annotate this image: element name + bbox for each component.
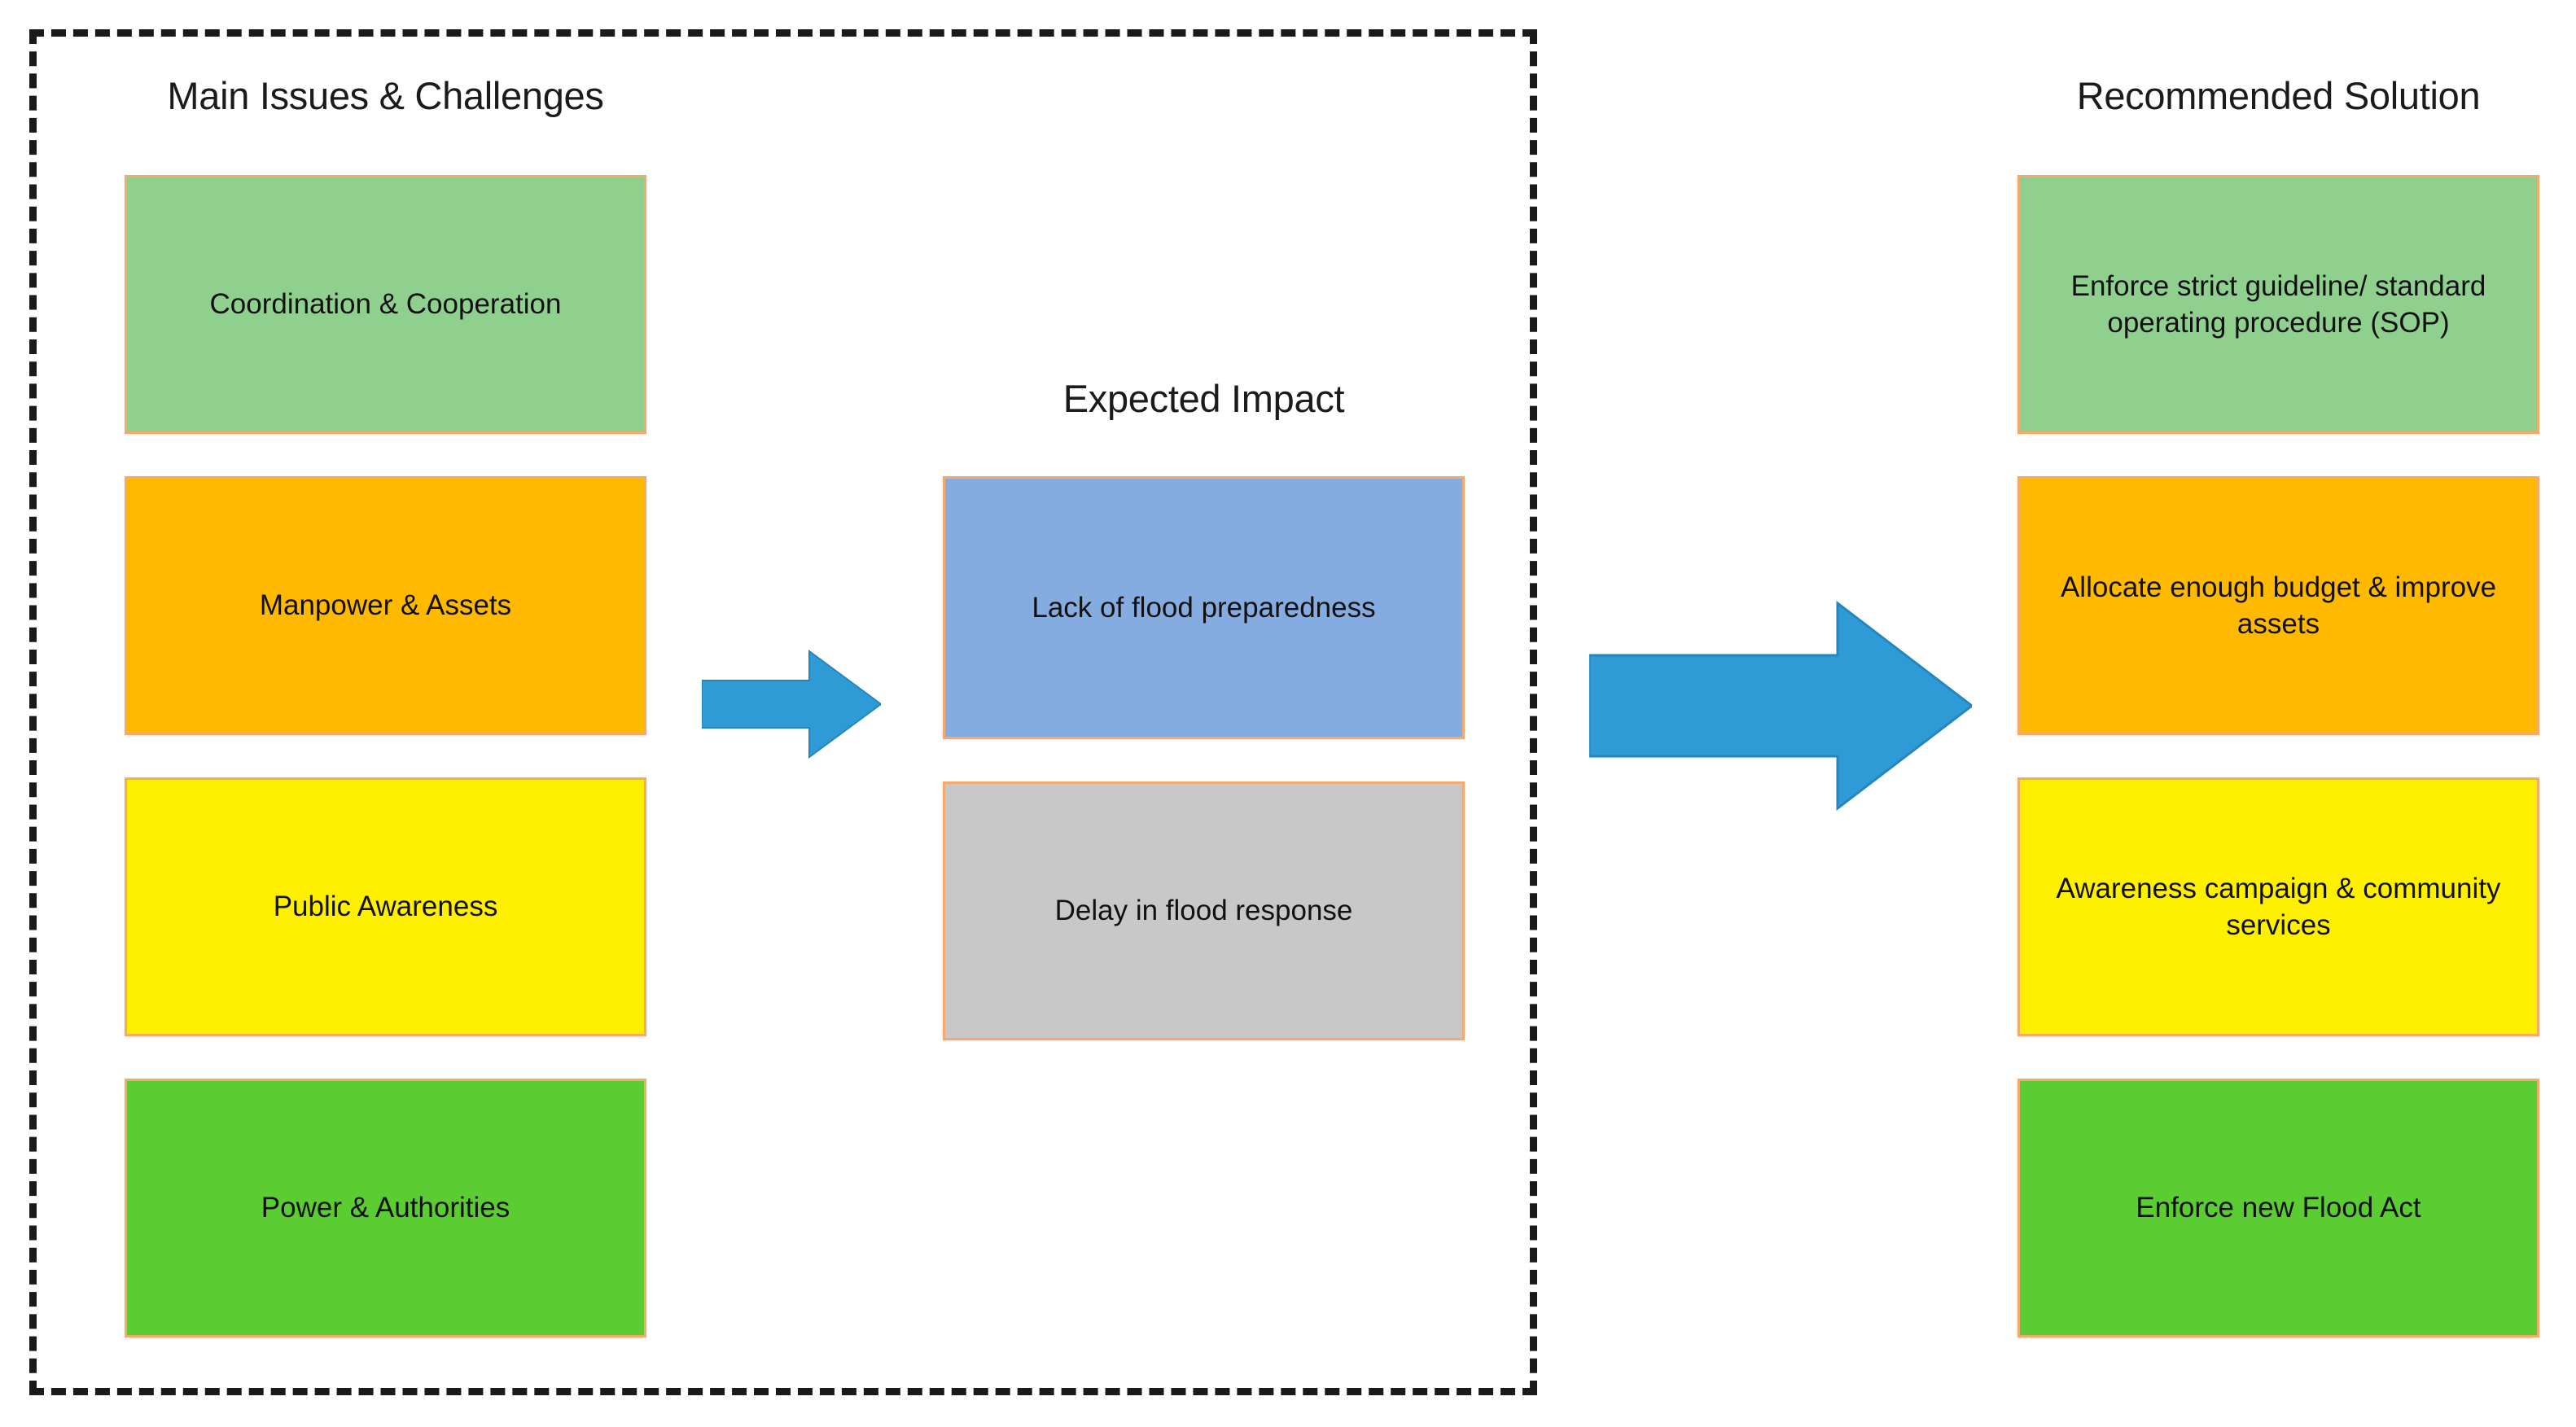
solution-box-awareness-campaign[interactable]: Awareness campaign & community services xyxy=(2017,777,2539,1036)
issues-column-title: Main Issues & Challenges xyxy=(167,74,604,117)
solution-label: Enforce strict guideline/ standard opera… xyxy=(2070,269,2486,339)
impact-column-title: Expected Impact xyxy=(1062,377,1345,420)
solution-column-title: Recommended Solution xyxy=(2076,74,2481,117)
issue-label: Coordination & Cooperation xyxy=(209,288,562,321)
solution-label: Enforce new Flood Act xyxy=(2136,1192,2421,1224)
issue-label: Manpower & Assets xyxy=(259,589,512,622)
issues-to-impact-arrow xyxy=(702,650,881,759)
solution-label: Allocate enough budget & improve assets xyxy=(2060,571,2497,641)
issue-label: Public Awareness xyxy=(273,891,498,923)
solution-box-allocate-budget[interactable]: Allocate enough budget & improve assets xyxy=(2017,476,2539,735)
issue-label: Power & Authorities xyxy=(261,1192,510,1224)
impact-to-solution-arrow xyxy=(1589,600,1972,812)
issue-box-public-awareness[interactable]: Public Awareness xyxy=(125,777,646,1036)
solution-box-enforce-flood-act[interactable]: Enforce new Flood Act xyxy=(2017,1079,2539,1337)
solution-label: Awareness campaign & community services xyxy=(2056,872,2501,942)
impact-label: Delay in flood response xyxy=(1054,895,1353,927)
solution-box-enforce-sop[interactable]: Enforce strict guideline/ standard opera… xyxy=(2017,175,2539,434)
dashed-group-frame xyxy=(29,29,1537,1395)
impact-label: Lack of flood preparedness xyxy=(1032,591,1376,624)
issue-box-manpower-assets[interactable]: Manpower & Assets xyxy=(125,476,646,735)
impact-box-lack-of-flood-preparedness[interactable]: Lack of flood preparedness xyxy=(943,476,1465,739)
issue-box-coordination-cooperation[interactable]: Coordination & Cooperation xyxy=(125,175,646,434)
impact-box-delay-in-flood-response[interactable]: Delay in flood response xyxy=(943,781,1465,1040)
issue-box-power-authorities[interactable]: Power & Authorities xyxy=(125,1079,646,1337)
